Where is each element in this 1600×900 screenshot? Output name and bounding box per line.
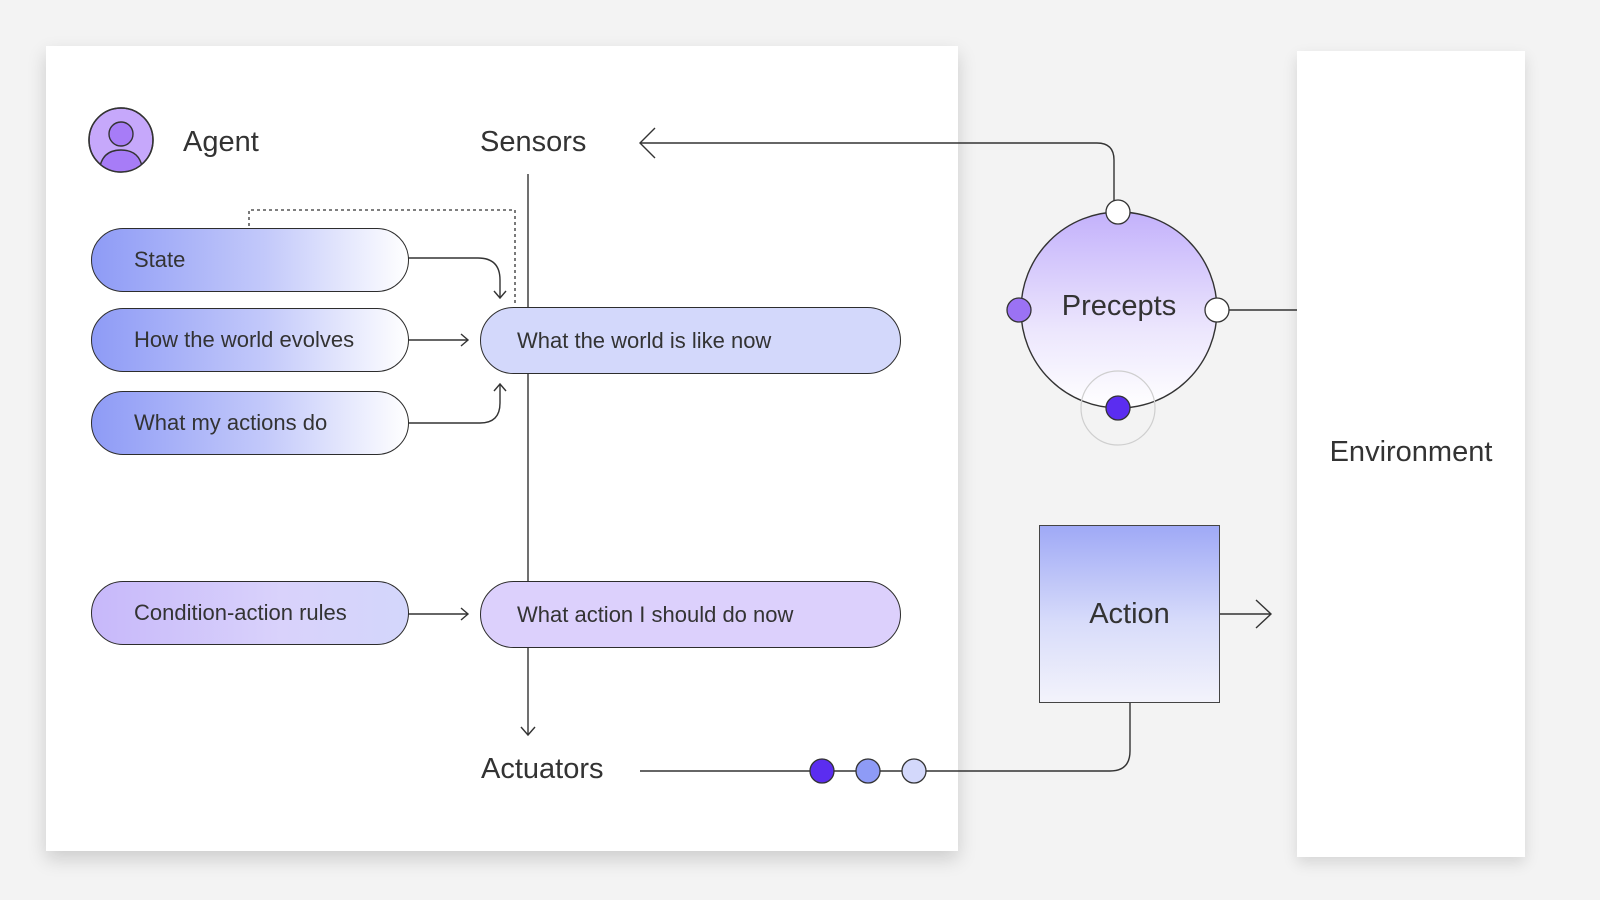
world-now-node: What the world is like now — [480, 307, 901, 374]
state-to-world-now-line — [408, 257, 501, 298]
precepts-left-port — [1006, 297, 1032, 323]
agent-title: Agent — [183, 126, 259, 158]
user-avatar-icon — [87, 106, 155, 174]
sensors-label: Sensors — [480, 126, 587, 158]
actuators-arrow-head — [520, 726, 536, 737]
precepts-right-port — [1204, 297, 1230, 323]
evolves-arrow-head — [460, 333, 470, 347]
precepts-top-port — [1105, 199, 1131, 225]
world-now-node-label: What the world is like now — [517, 327, 772, 353]
state-node-label: State — [134, 247, 186, 272]
environment-panel — [1297, 51, 1525, 857]
precepts-bottom-port — [1105, 395, 1131, 421]
precepts-label: Precepts — [1061, 290, 1177, 322]
condition-rules-node: Condition-action rules — [91, 581, 409, 645]
sensors-arrow-head — [639, 127, 656, 159]
actuator-dot-mid — [855, 758, 881, 784]
action-box: Action — [1039, 525, 1220, 703]
actuators-label: Actuators — [481, 753, 604, 785]
sensors-feedback-line — [640, 142, 1115, 211]
action-now-node: What action I should do now — [480, 581, 901, 648]
action-env-arrow-head — [1255, 599, 1273, 629]
state-dotted-feedback — [248, 209, 516, 306]
world-evolves-node-label: How the world evolves — [134, 327, 355, 352]
actions-do-node-label: What my actions do — [134, 410, 328, 435]
state-node: State — [91, 228, 409, 292]
actions-arrow-head — [493, 382, 507, 392]
state-arrow-head — [493, 290, 507, 300]
rules-arrow-head — [460, 607, 470, 621]
world-evolves-node: How the world evolves — [91, 308, 409, 372]
actuator-dot-light — [901, 758, 927, 784]
actions-to-world-now-line — [408, 384, 501, 424]
actions-do-node: What my actions do — [91, 391, 409, 455]
action-label: Action — [1089, 597, 1170, 630]
action-now-node-label: What action I should do now — [517, 601, 794, 627]
environment-label: Environment — [1329, 436, 1493, 468]
actuator-dot-dark — [809, 758, 835, 784]
actuators-to-action-line — [640, 703, 1131, 772]
precepts-halo — [1080, 370, 1156, 446]
condition-rules-node-label: Condition-action rules — [134, 600, 347, 625]
